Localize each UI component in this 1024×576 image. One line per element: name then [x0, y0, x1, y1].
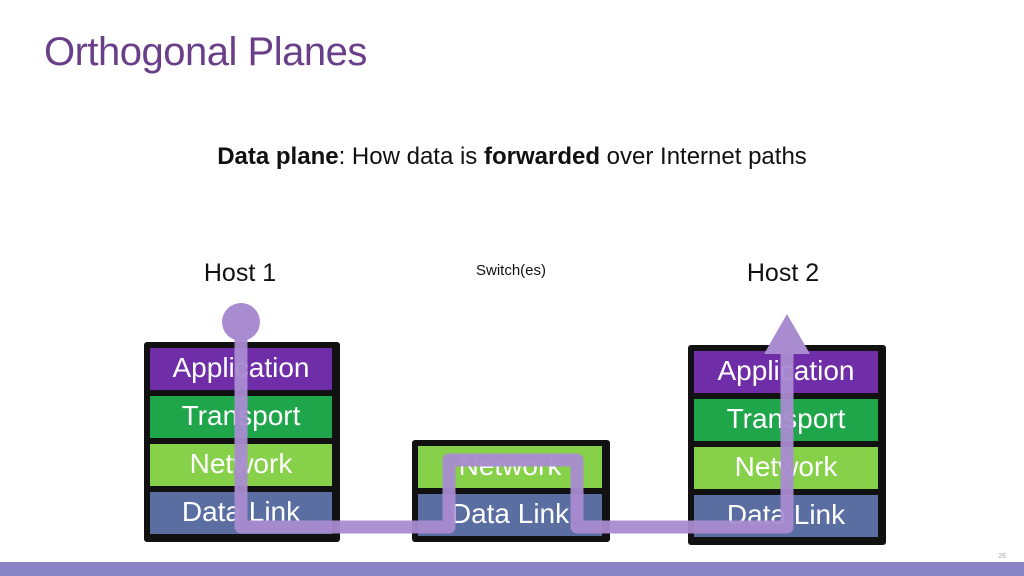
source-dot-icon — [222, 303, 260, 341]
page-number: 26 — [998, 553, 1006, 560]
bottom-bar — [0, 562, 1024, 576]
arrow-up-icon — [764, 314, 810, 354]
slide-subtitle: Data plane: How data is forwarded over I… — [0, 143, 1024, 171]
switch-label: Switch(es) — [475, 262, 546, 279]
subtitle-text-2: over Internet paths — [600, 143, 807, 170]
slide-title: Orthogonal Planes — [44, 30, 367, 74]
host1-label: Host 1 — [203, 259, 277, 287]
subtitle-forwarded: forwarded — [483, 143, 600, 170]
subtitle-data-plane: Data plane — [217, 143, 339, 170]
subtitle-text-1: : How data is — [338, 143, 484, 170]
data-path-line — [234, 322, 794, 534]
host2-label: Host 2 — [746, 259, 820, 287]
